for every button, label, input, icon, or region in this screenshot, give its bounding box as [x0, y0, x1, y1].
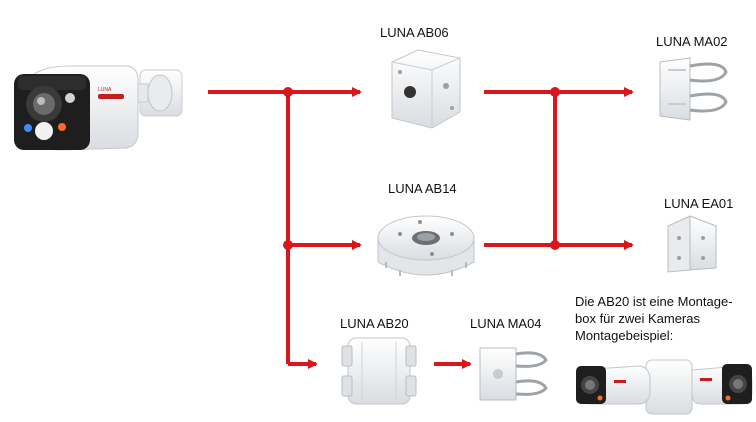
- note-line: Montagebeispiel:: [575, 328, 674, 343]
- label-ma04: LUNA MA04: [470, 316, 542, 331]
- pole-mount-adapter-icon: [479, 347, 548, 401]
- two-cameras-on-ab20-example-icon: [576, 359, 753, 415]
- label-ab06: LUNA AB06: [380, 25, 449, 40]
- label-ma02: LUNA MA02: [656, 34, 728, 49]
- junction-dot: [550, 87, 560, 97]
- double-camera-mount-box-icon: [341, 337, 417, 405]
- junction-dots: [283, 87, 560, 250]
- round-junction-box-icon: [377, 215, 475, 276]
- note-line: box für zwei Kameras: [575, 311, 700, 326]
- junction-dot: [283, 87, 293, 97]
- junction-dot: [283, 240, 293, 250]
- ab20-description-note: Die AB20 ist eine Montage- box für zwei …: [575, 293, 753, 344]
- note-line: Die AB20 ist eine Montage-: [575, 294, 733, 309]
- corner-mount-adapter-icon: [667, 215, 717, 273]
- square-junction-box-icon: [391, 49, 461, 129]
- bullet-camera-icon: LUNA: [14, 65, 183, 151]
- label-ab20: LUNA AB20: [340, 316, 409, 331]
- label-ab14: LUNA AB14: [388, 181, 457, 196]
- connectors: [208, 87, 634, 369]
- junction-dot: [550, 240, 560, 250]
- pole-mount-bracket-icon: [659, 57, 728, 121]
- camera-brand-mark: LUNA: [98, 87, 112, 93]
- label-ea01: LUNA EA01: [664, 196, 733, 211]
